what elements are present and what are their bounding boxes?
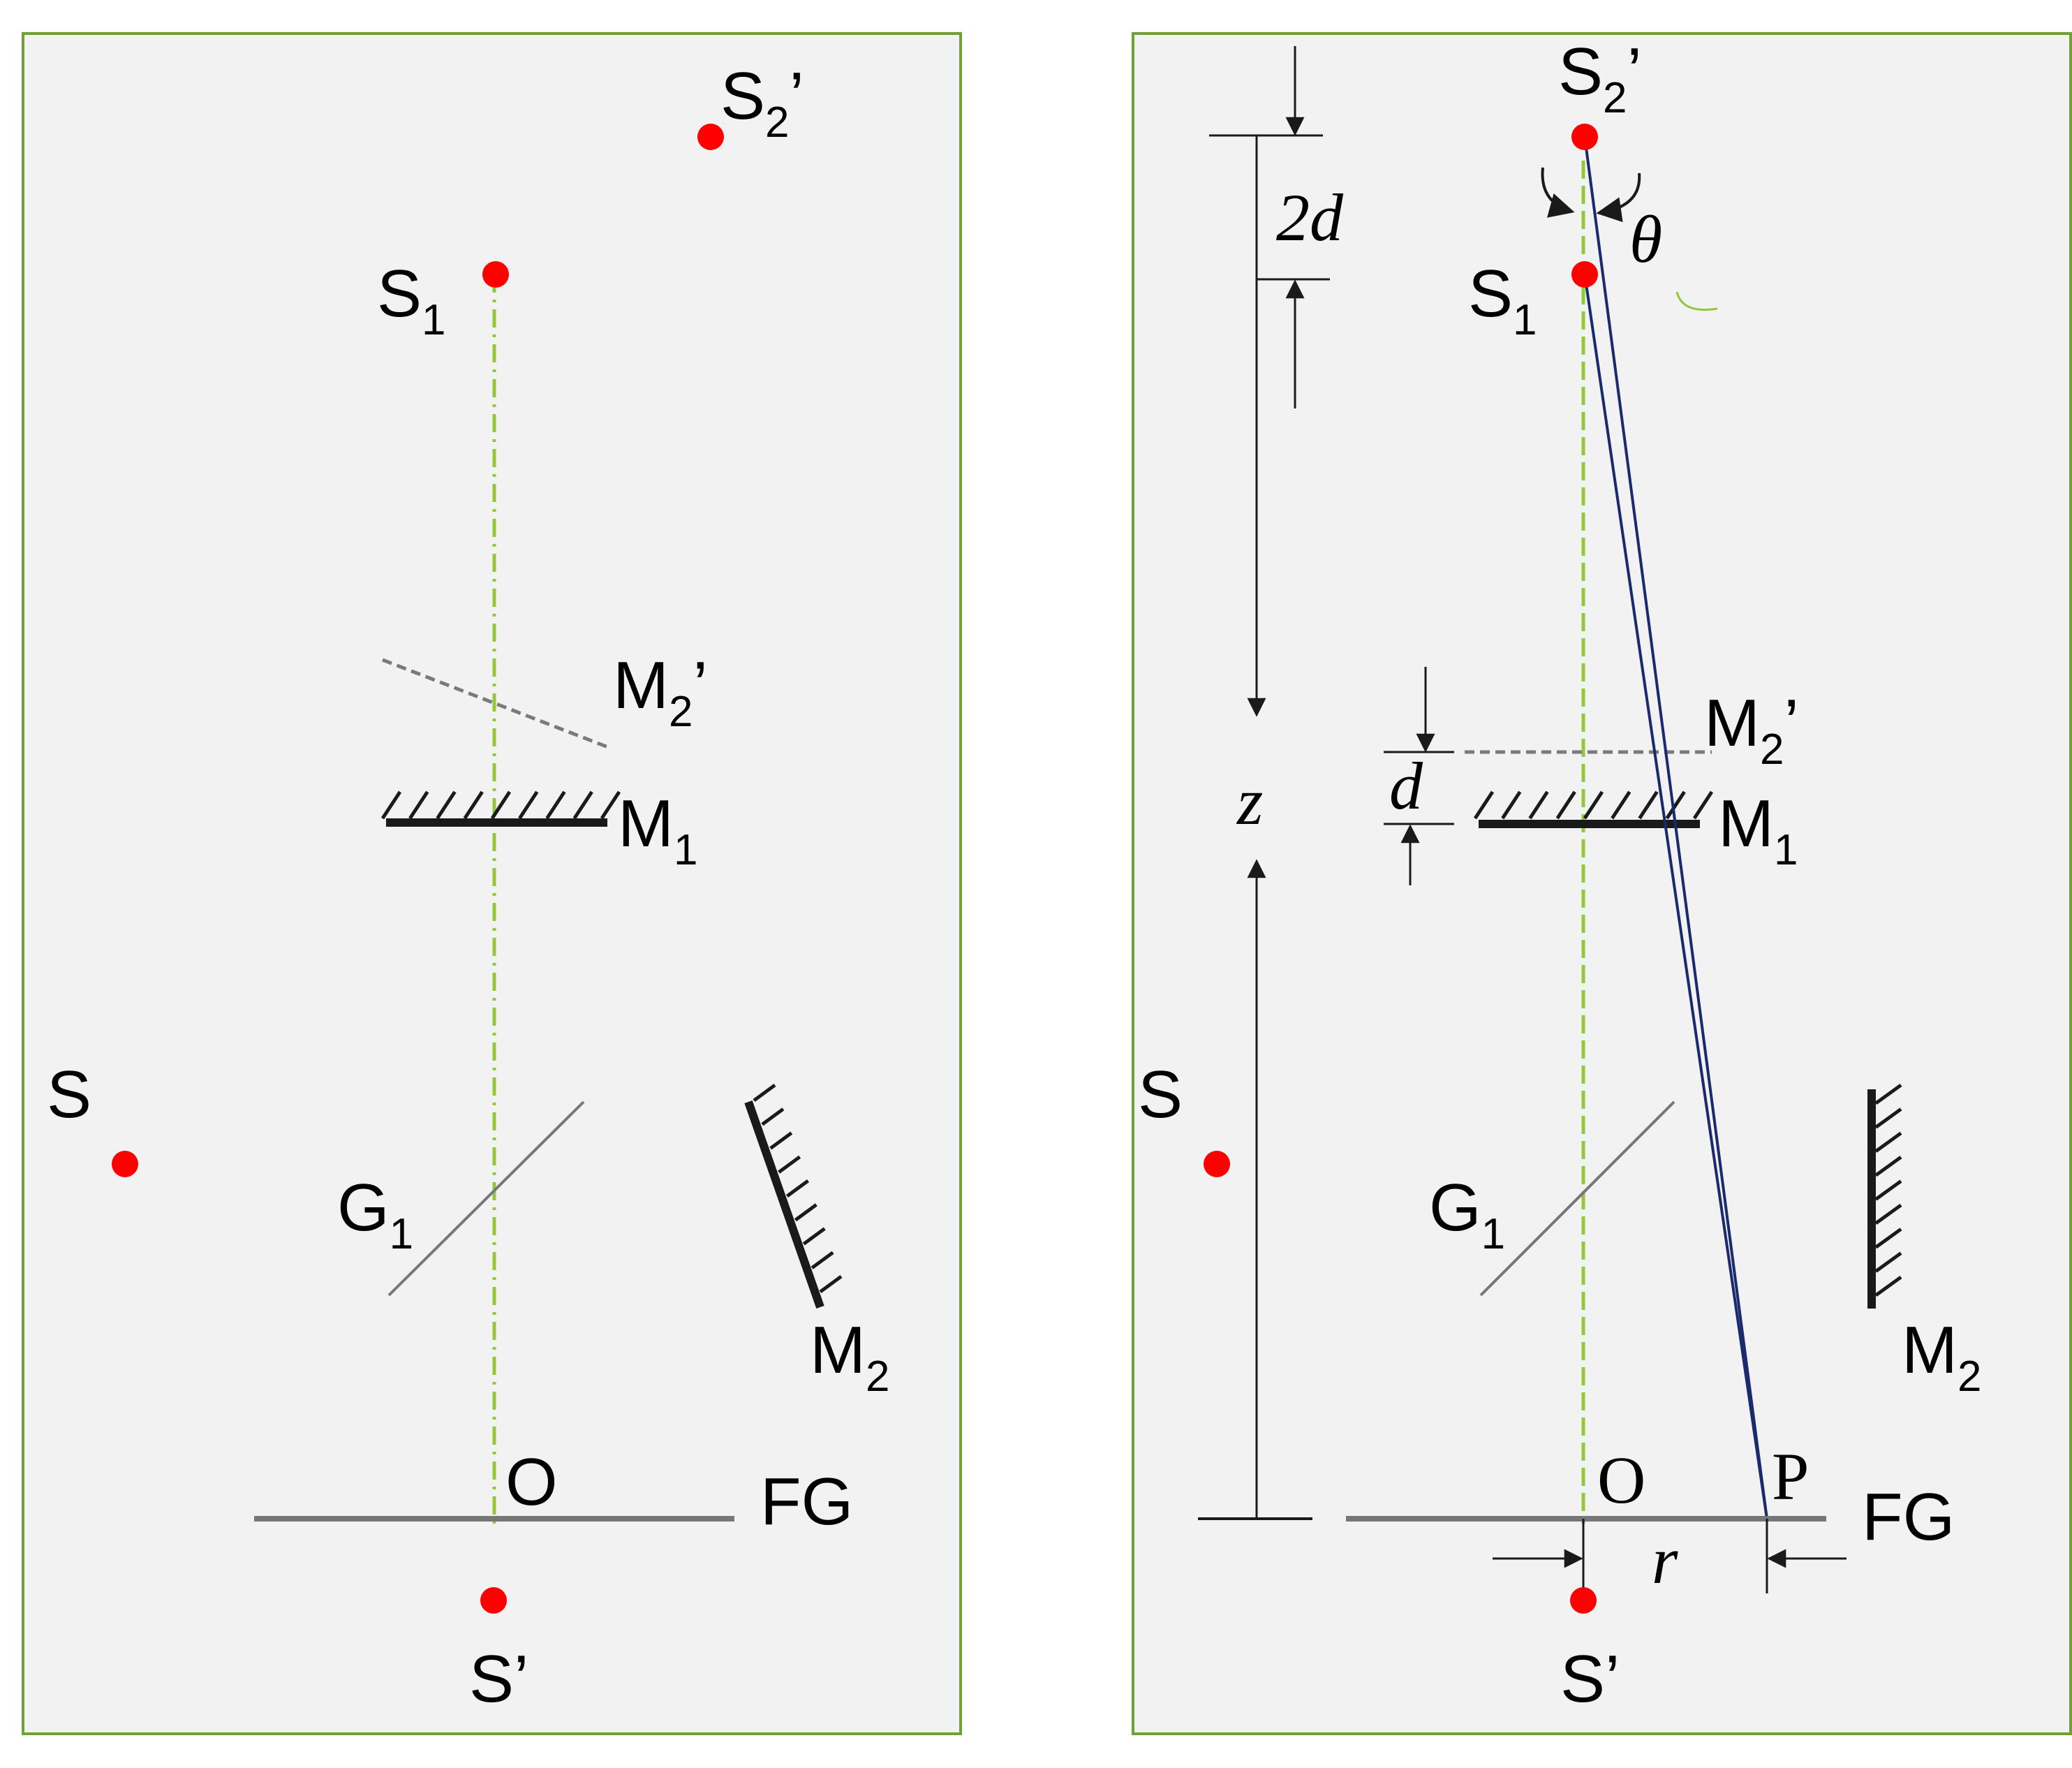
right-point-s2-prime [1571, 124, 1598, 150]
right-label-fg: FG [1862, 1480, 1955, 1554]
mirror-hatch-mark [518, 790, 539, 820]
mirror-hatch-mark [1611, 790, 1631, 820]
mirror-hatch-mark [490, 790, 512, 820]
mirror-hatch-mark [1528, 790, 1549, 820]
mirror-hatch-mark [463, 790, 484, 820]
left-point-s-prime [480, 1587, 507, 1614]
mirror-hatch-mark [794, 1203, 817, 1222]
mirror-hatch-mark [1555, 790, 1576, 820]
left-label-m2: M2 [810, 1313, 889, 1401]
mirror-hatch-mark [572, 790, 593, 820]
left-label-m2-prime: M2’ [613, 648, 708, 736]
mirror-hatch-mark [753, 1083, 776, 1103]
left-m2-prime-mirror-image [382, 658, 612, 751]
left-label-s: S [47, 1057, 91, 1132]
mirror-hatch-mark [1874, 1275, 1902, 1297]
mirror-hatch-mark [769, 1131, 793, 1150]
mirror-hatch-mark [1874, 1107, 1902, 1129]
right-dimension-r [1493, 1519, 1847, 1593]
left-g1-beam-splitter [387, 1100, 585, 1297]
left-m2-mirror [744, 1083, 843, 1309]
right-g1-beam-splitter [1479, 1100, 1675, 1297]
mirror-hatch-mark [408, 790, 429, 820]
mirror-hatch-mark [1501, 790, 1522, 820]
mirror-hatch-mark [786, 1179, 809, 1198]
right-small-arc [1675, 291, 1718, 311]
mirror-hatch-mark [1583, 790, 1604, 820]
mirror-hatch-mark [1692, 790, 1714, 820]
right-m1-mirror [1473, 790, 1714, 828]
left-panel-frame [22, 32, 962, 1735]
right-label-s1: S1 [1468, 256, 1537, 344]
right-panel: 2d z d θ [1132, 32, 2072, 1735]
left-label-m1: M1 [618, 786, 697, 874]
mirror-hatch-mark [819, 1274, 843, 1294]
right-label-m1: M1 [1718, 786, 1798, 874]
mirror-hatch-mark [778, 1155, 801, 1174]
mirror-hatch-mark [1874, 1251, 1902, 1273]
mirror-hatch-mark [1874, 1156, 1902, 1177]
right-label-o: O [1597, 1443, 1645, 1517]
mirror-hatch-mark [380, 790, 402, 820]
right-label-r: r [1652, 1523, 1678, 1598]
mirror-hatch-mark [1638, 790, 1659, 820]
right-label-p: P [1772, 1439, 1809, 1514]
mirror-hatch-mark [1665, 790, 1686, 820]
mirror-hatch-mark [1874, 1203, 1902, 1225]
right-label-z: z [1236, 764, 1263, 839]
mirror-hatch-mark [802, 1227, 826, 1246]
right-ray-from-s1 [1583, 274, 1768, 1519]
right-label-m2-prime: M2’ [1704, 686, 1799, 774]
right-label-s2-prime: S2’ [1558, 34, 1642, 122]
right-label-m2: M2 [1902, 1313, 1981, 1401]
right-theta-arcs [1541, 167, 1641, 223]
right-point-s [1204, 1151, 1230, 1177]
right-label-s: S [1138, 1057, 1183, 1132]
right-point-s1 [1571, 261, 1598, 288]
right-label-g1: G1 [1429, 1170, 1505, 1258]
right-ray-from-s2-prime [1583, 136, 1768, 1519]
right-m2-mirror [1867, 1083, 1902, 1309]
right-label-d: d [1389, 749, 1423, 823]
mirror-hatch-mark [600, 790, 621, 820]
left-panel: S2’ S1 M2’ M1 S G1 M2 O FG S’ [22, 32, 962, 1735]
right-dimension-d [1384, 667, 1454, 885]
left-label-s-prime: S’ [469, 1642, 528, 1716]
mirror-hatch-mark [761, 1107, 785, 1126]
mirror-hatch-mark [1874, 1083, 1902, 1105]
right-label-s-prime: S’ [1560, 1642, 1620, 1716]
left-label-o: O [505, 1445, 558, 1519]
left-m1-mirror [380, 790, 621, 827]
mirror-hatch-mark [545, 790, 566, 820]
left-point-s2-prime [697, 124, 724, 150]
left-label-s1: S1 [377, 256, 446, 344]
mirror-hatch-mark [811, 1251, 834, 1269]
right-panel-frame [1132, 32, 2072, 1735]
left-label-g1: G1 [337, 1170, 413, 1258]
mirror-hatch-mark [1473, 790, 1495, 820]
left-point-s [112, 1151, 138, 1177]
mirror-hatch-mark [1874, 1131, 1902, 1153]
right-dimension-2d [1198, 46, 1330, 1520]
mirror-hatch-mark [436, 790, 457, 820]
right-label-theta: θ [1629, 202, 1662, 277]
mirror-hatch-mark [1874, 1228, 1902, 1249]
right-point-s-prime [1570, 1587, 1597, 1614]
left-label-fg: FG [760, 1464, 853, 1539]
mirror-hatch-mark [1874, 1179, 1902, 1201]
right-label-2d: 2d [1276, 180, 1344, 255]
left-label-s2-prime: S2’ [720, 59, 804, 147]
left-point-s1 [482, 261, 509, 288]
